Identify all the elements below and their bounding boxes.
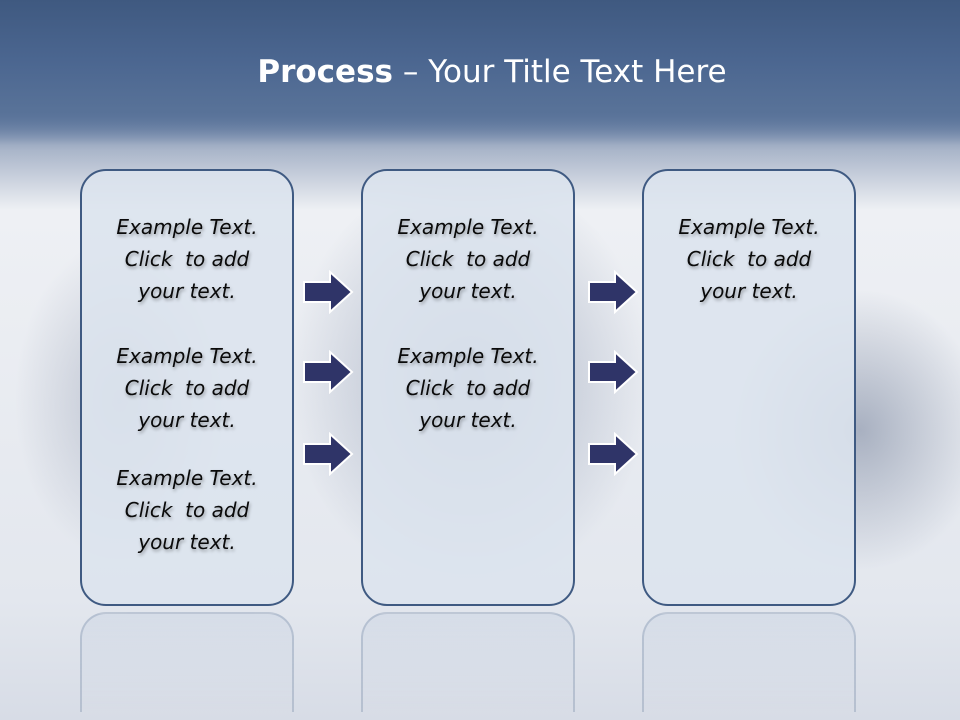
right-arrow-icon[interactable] xyxy=(302,350,354,394)
column-reflection xyxy=(80,612,294,712)
text-line: Example Text. xyxy=(397,215,539,239)
text-line: your text. xyxy=(700,279,798,303)
text-placeholder[interactable]: Example Text. Click to add your text. xyxy=(363,211,573,307)
text-placeholder[interactable]: Example Text. Click to add your text. xyxy=(363,340,573,436)
text-line: your text. xyxy=(419,408,517,432)
right-arrow-icon[interactable] xyxy=(587,270,639,314)
text-line: Example Text. xyxy=(397,344,539,368)
text-line: Click to add xyxy=(686,247,812,271)
text-line: your text. xyxy=(419,279,517,303)
text-placeholder[interactable]: Example Text. Click to add your text. xyxy=(82,340,292,436)
text-placeholder[interactable]: Example Text. Click to add your text. xyxy=(82,462,292,558)
text-line: Click to add xyxy=(124,376,250,400)
text-line: Click to add xyxy=(124,247,250,271)
text-line: your text. xyxy=(138,530,236,554)
slide-title[interactable]: Process – Your Title Text Here xyxy=(0,54,960,90)
text-line: your text. xyxy=(138,408,236,432)
text-line: Example Text. xyxy=(116,466,258,490)
process-column-2[interactable]: Example Text. Click to add your text. Ex… xyxy=(361,169,575,606)
text-line: your text. xyxy=(138,279,236,303)
right-arrow-icon[interactable] xyxy=(302,432,354,476)
right-arrow-icon[interactable] xyxy=(587,432,639,476)
title-bar xyxy=(0,0,960,145)
column-reflection xyxy=(361,612,575,712)
right-arrow-icon[interactable] xyxy=(587,350,639,394)
text-line: Example Text. xyxy=(116,344,258,368)
title-rest: – Your Title Text Here xyxy=(393,54,727,90)
text-placeholder[interactable]: Example Text. Click to add your text. xyxy=(644,211,854,307)
title-bold: Process xyxy=(257,54,393,90)
column-reflection xyxy=(642,612,856,712)
text-line: Click to add xyxy=(405,247,531,271)
text-line: Example Text. xyxy=(678,215,820,239)
right-arrow-icon[interactable] xyxy=(302,270,354,314)
process-column-3[interactable]: Example Text. Click to add your text. xyxy=(642,169,856,606)
process-column-1[interactable]: Example Text. Click to add your text. Ex… xyxy=(80,169,294,606)
text-placeholder[interactable]: Example Text. Click to add your text. xyxy=(82,211,292,307)
text-line: Click to add xyxy=(124,498,250,522)
text-line: Example Text. xyxy=(116,215,258,239)
text-line: Click to add xyxy=(405,376,531,400)
